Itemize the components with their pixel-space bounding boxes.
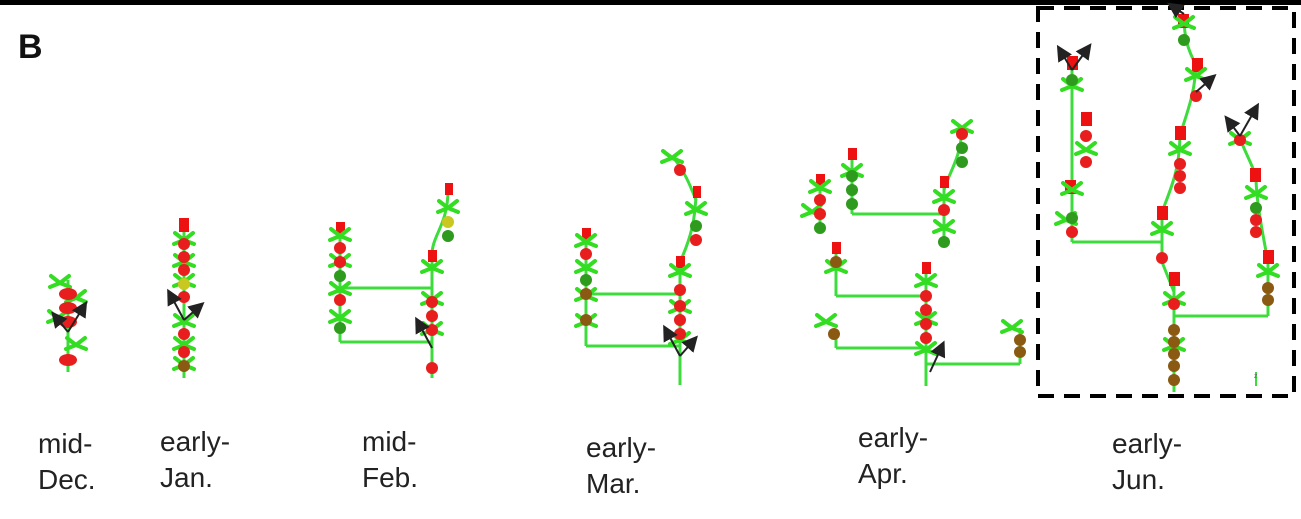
- panel-label: B: [18, 28, 43, 66]
- stage-label-early-jun: early-Jun.: [1112, 428, 1183, 495]
- plant-early-apr: [800, 119, 1026, 386]
- top-border-line: [0, 0, 1301, 5]
- highlight-dashed-box: [1036, 6, 1296, 398]
- stage-label-mid-feb: mid-Feb.: [362, 426, 419, 493]
- stage-label-mid-dec: mid-Dec.: [38, 428, 96, 495]
- stage-label-early-jan: early-Jan.: [160, 426, 231, 493]
- stage-label-early-apr: early-Apr.: [858, 422, 929, 489]
- plant-mid-feb: [328, 183, 460, 378]
- stage-label-early-mar: early-Mar.: [586, 432, 657, 499]
- plant-early-jan: [167, 218, 205, 378]
- plant-early-mar: [574, 149, 708, 385]
- plant-mid-dec: [46, 274, 88, 372]
- plant-early-jun: z: [1054, 2, 1280, 392]
- axis-z-marker: z: [1254, 373, 1258, 380]
